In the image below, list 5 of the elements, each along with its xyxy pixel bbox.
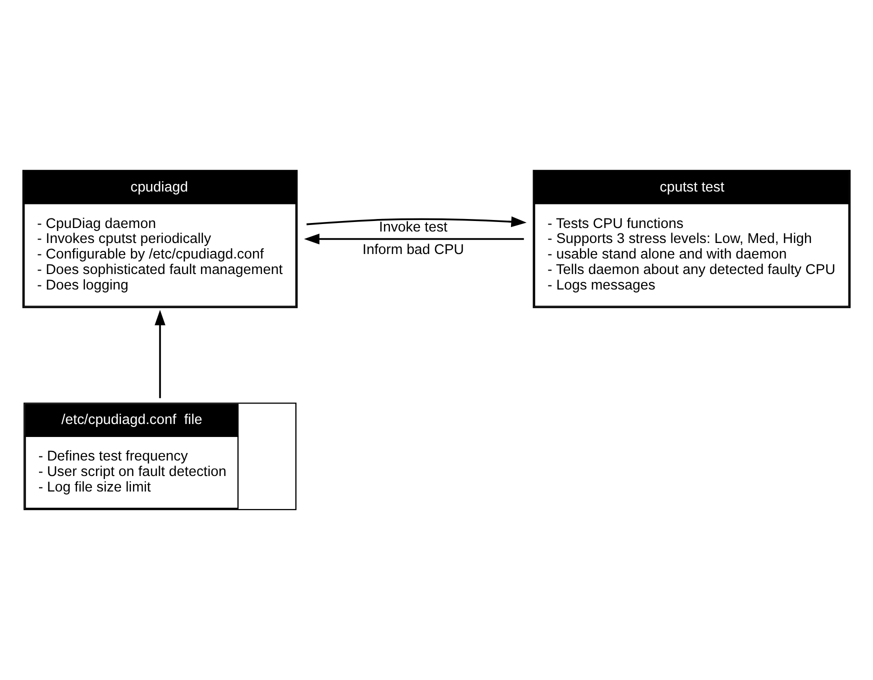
edge-label: Invoke test xyxy=(379,219,448,236)
arrow xyxy=(304,234,524,244)
arrow xyxy=(154,310,166,398)
arrow xyxy=(306,216,527,228)
edge-label: Inform bad CPU xyxy=(362,242,464,258)
